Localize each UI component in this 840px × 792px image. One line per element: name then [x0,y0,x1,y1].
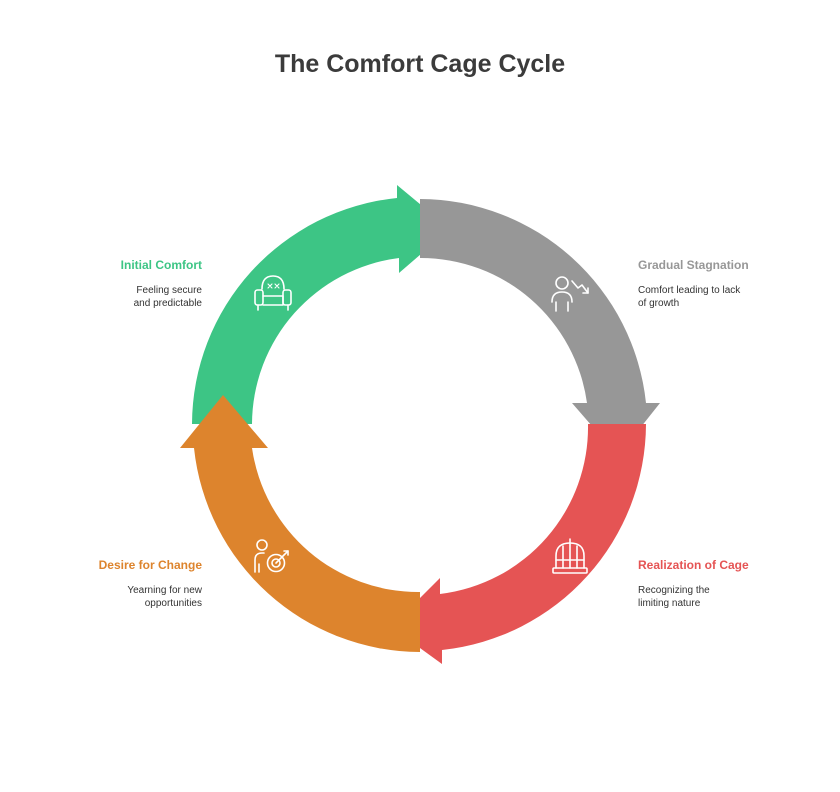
arc-desire-for-change [180,395,420,652]
step-title-desire-for-change: Desire for Change [98,558,202,572]
birdcage-icon [552,538,588,574]
step-desc-desire-for-change: Yearning for new opportunities [127,585,202,609]
step-initial-comfort: Initial Comfort Feeling secure and predi… [52,258,202,310]
step-desc-initial-comfort: Feeling secure and predictable [133,285,202,309]
diagram-title: The Comfort Cage Cycle [274,50,566,78]
step-desc-realization-of-cage: Recognizing the limiting nature [638,585,710,609]
person-target-icon [254,539,289,573]
step-title-realization-of-cage: Realization of Cage [638,558,749,572]
armchair-icon [254,275,292,311]
arc-gradual-stagnation [420,199,660,456]
step-desire-for-change: Desire for Change Yearning for new oppor… [52,558,202,610]
step-title-gradual-stagnation: Gradual Stagnation [638,258,749,272]
step-title-initial-comfort: Initial Comfort [120,258,202,272]
step-desc-gradual-stagnation: Comfort leading to lack of growth [638,285,741,309]
person-declining-chart-icon [551,276,589,312]
arc-initial-comfort [192,185,450,424]
arc-realization-of-cage [391,424,646,664]
step-realization-of-cage: Realization of Cage Recognizing the limi… [638,558,788,610]
step-gradual-stagnation: Gradual Stagnation Comfort leading to la… [638,258,788,310]
